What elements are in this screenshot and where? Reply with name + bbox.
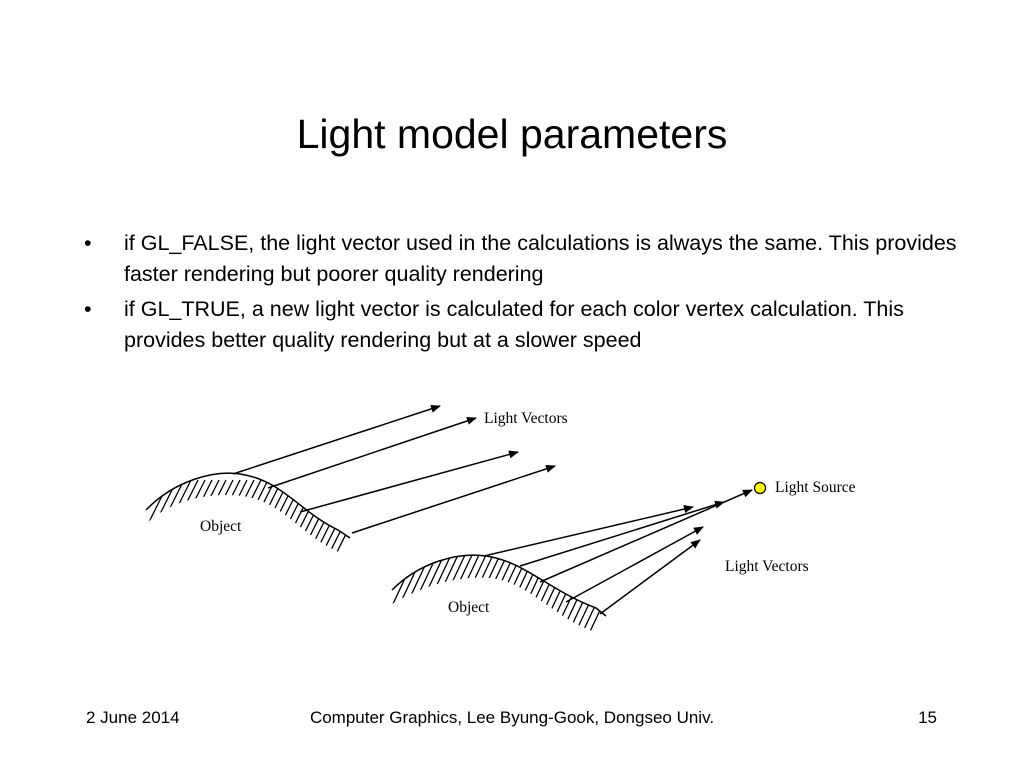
light-vector-arrow bbox=[299, 450, 519, 513]
light-source-icon bbox=[753, 481, 767, 495]
light-vector-arrow bbox=[483, 505, 694, 557]
light-vector-arrow bbox=[351, 465, 556, 534]
bullet-item: • if GL_TRUE, a new light vector is calc… bbox=[84, 294, 964, 356]
light-source-label: Light Source bbox=[775, 479, 856, 496]
footer-page-number: 15 bbox=[918, 708, 937, 727]
footer-date: 2 June 2014 bbox=[86, 708, 180, 727]
light-vector-arrow bbox=[267, 417, 477, 489]
parallel-light-vectors bbox=[232, 405, 556, 534]
bullet-marker: • bbox=[84, 231, 92, 255]
bullet-list: • if GL_FALSE, the light vector used in … bbox=[84, 228, 964, 360]
light-vector-arrow bbox=[519, 500, 725, 567]
object-surface-top bbox=[145, 472, 351, 553]
bullet-marker: • bbox=[84, 297, 92, 321]
object-label-bottom: Object bbox=[448, 599, 490, 616]
bullet-text: if GL_TRUE, a new light vector is calcul… bbox=[124, 297, 904, 352]
light-vectors-label-bottom: Light Vectors bbox=[725, 558, 809, 575]
bullet-item: • if GL_FALSE, the light vector used in … bbox=[84, 228, 964, 290]
light-vector-arrow bbox=[565, 526, 704, 603]
light-vector-arrow bbox=[232, 405, 441, 475]
object-surface-bottom bbox=[391, 554, 607, 632]
converging-light-vectors bbox=[483, 489, 753, 615]
light-vector-arrow bbox=[599, 539, 701, 615]
footer-course-info: Computer Graphics, Lee Byung-Gook, Dongs… bbox=[309, 708, 715, 727]
light-vectors-label-top: Light Vectors bbox=[484, 410, 568, 427]
object-label-top: Object bbox=[200, 518, 242, 535]
bullet-text: if GL_FALSE, the light vector used in th… bbox=[124, 231, 957, 286]
light-vector-arrow bbox=[539, 489, 753, 583]
slide-title: Light model parameters bbox=[296, 111, 728, 157]
